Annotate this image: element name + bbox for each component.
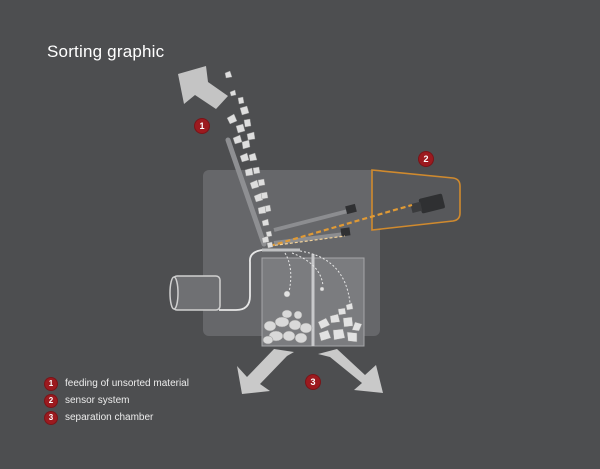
legend-label: feeding of unsorted material [65, 378, 189, 389]
air-hose [219, 249, 263, 311]
legend-label: sensor system [65, 395, 130, 406]
light-tube-upper-head [345, 203, 357, 215]
legend-badge: 3 [45, 412, 57, 424]
trajectory-accepted [284, 252, 292, 293]
detection-beam [269, 203, 413, 248]
legend-label: separation chamber [65, 412, 154, 423]
unsorted-material [224, 70, 274, 249]
light-tube-lower-head [340, 227, 351, 237]
camera-icon [410, 193, 445, 214]
compressor-icon [169, 275, 221, 311]
page-title: Sorting graphic [47, 42, 165, 61]
heap-accepted [262, 309, 313, 345]
callout-badge-feeding: 1 [195, 119, 209, 133]
trajectory-rejected [299, 250, 351, 304]
output-arrow-right [318, 349, 383, 393]
heap-rejected [317, 307, 363, 343]
detection-light-beam [269, 235, 346, 247]
output-arrow-left [237, 349, 294, 394]
falling-fragments [283, 286, 354, 311]
trajectory-deflected [291, 252, 324, 287]
legend-badge: 1 [45, 378, 57, 390]
light-tube-upper [273, 208, 353, 232]
sensor-housing [371, 169, 461, 231]
callout-badge-sensor: 2 [419, 152, 433, 166]
legend-badge: 2 [45, 395, 57, 407]
callout-badge-separation: 3 [306, 375, 320, 389]
input-arrow [178, 66, 228, 109]
feeding-chute [225, 137, 267, 247]
